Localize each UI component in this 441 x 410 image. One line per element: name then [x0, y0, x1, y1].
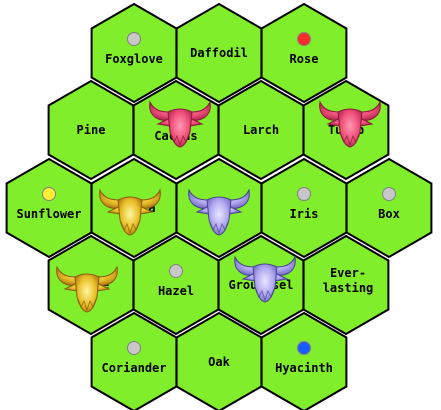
bull-skull-icon[interactable]: [319, 100, 381, 148]
hex-label: Larch: [243, 123, 279, 137]
dot-marker-icon: [42, 187, 56, 201]
hex-label: Sunflower: [16, 207, 81, 221]
hex-label: Iris: [290, 207, 319, 221]
hex-label: lasting: [323, 281, 374, 295]
hex-iris[interactable]: Iris: [260, 157, 348, 259]
bull-skull-icon[interactable]: [149, 100, 211, 148]
dot-marker-icon: [297, 341, 311, 355]
hex-label: Foxglove: [105, 52, 163, 66]
hex-label: Pine: [77, 123, 106, 137]
hex-tile: [260, 311, 348, 410]
hex-label: Hyacinth: [275, 361, 333, 375]
hex-tile: [260, 2, 348, 104]
hex-label: Daffodil: [190, 46, 248, 60]
hex-label: Hazel: [158, 284, 194, 298]
hex-box[interactable]: Box: [345, 157, 433, 259]
hex-label: Oak: [208, 355, 230, 369]
hex-label: Box: [378, 207, 400, 221]
dot-marker-icon: [297, 32, 311, 46]
hex-tile: [302, 234, 390, 336]
dot-marker-icon: [382, 187, 396, 201]
hex-label: Ever-: [330, 266, 366, 280]
hex-label: Coriander: [101, 361, 166, 375]
hex-pine[interactable]: Pine: [47, 79, 135, 181]
dot-marker-icon: [127, 32, 141, 46]
dot-marker-icon: [127, 341, 141, 355]
hex-tile: [345, 157, 433, 259]
hex-hyacinth[interactable]: Hyacinth: [260, 311, 348, 410]
hex-label: Rose: [290, 52, 319, 66]
bull-skull-icon[interactable]: [99, 188, 161, 236]
dot-marker-icon: [297, 187, 311, 201]
bull-skull-icon[interactable]: [234, 255, 296, 303]
dot-marker-icon: [169, 264, 183, 278]
bull-skull-icon[interactable]: [188, 188, 250, 236]
hex-foxglove[interactable]: Foxglove: [90, 2, 178, 104]
hex-rose[interactable]: Rose: [260, 2, 348, 104]
hex-everlasting[interactable]: Ever-lasting: [302, 234, 390, 336]
bull-skull-icon[interactable]: [56, 265, 118, 313]
hex-daffodil[interactable]: Daffodil: [175, 2, 263, 104]
